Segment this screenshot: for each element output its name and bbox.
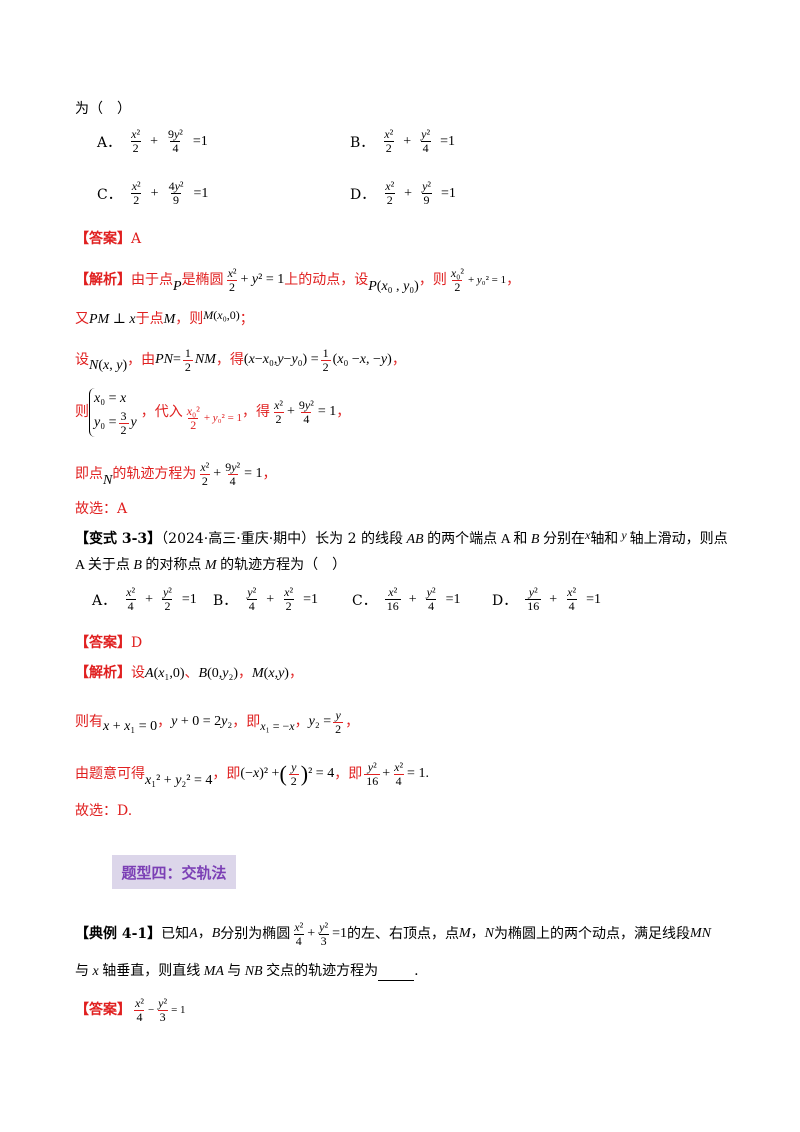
text: ， (391, 352, 406, 368)
answer-label: 【答案】 (75, 635, 131, 651)
text: ，即 (232, 714, 261, 730)
text: 关于点 (87, 557, 130, 573)
q1-analysis-line2: 又PM ⊥ x于点M，则M(x₀,0)； (75, 308, 254, 327)
answer-label: 【答案】 (75, 1002, 131, 1018)
answer-blank (378, 966, 415, 981)
text: ，则 (418, 272, 447, 288)
option-letter: C． (97, 186, 122, 203)
option-letter: A． (92, 592, 117, 609)
text: 的轨迹方程为 (112, 466, 197, 482)
text: 、 (184, 665, 199, 681)
text: 已知 (161, 926, 190, 942)
text: 是椭圆 (181, 272, 224, 288)
text: 为椭圆上的两个动点，满足线段 (494, 926, 690, 942)
text: 和 (513, 531, 528, 547)
q2-stem-line2: A 关于点 B 的对称点 M 的轨迹方程为（ ） (75, 557, 347, 573)
q2-analysis-line1: 【解析】设A(x₁,0)、B(0,y₂)，M(x,y)， (75, 665, 303, 681)
text: ， (262, 466, 277, 482)
q2-conclusion: 故选：D. (75, 803, 133, 819)
text: ，由 (127, 352, 156, 368)
q2-answer: 【答案】D (75, 634, 142, 652)
option-letter: D． (492, 592, 518, 609)
text: ； (239, 311, 254, 327)
answer-value: D (131, 635, 143, 651)
text: ， (288, 665, 303, 681)
text: 于点 (135, 311, 164, 327)
answer-label: 【答案】 (75, 231, 131, 247)
text: 设 (131, 665, 145, 681)
text: 上的动点，设 (284, 272, 369, 288)
text: . (414, 963, 419, 979)
text: ， (157, 714, 172, 730)
analysis-label: 【解析】 (75, 272, 131, 288)
text: 分别在 (542, 531, 585, 547)
text: 的轨迹方程为（ ） (220, 557, 347, 573)
text: 由于点 (131, 272, 173, 288)
option-letter: C． (352, 592, 377, 609)
text: 又 (75, 311, 89, 327)
text: ，即 (334, 766, 363, 782)
text: （2024·高三·重庆·期中）长为 2 的线段 (161, 531, 403, 547)
text: 交点的轨迹方程为 (266, 963, 379, 979)
text: ，则 (175, 311, 204, 327)
text: 的对称点 (145, 557, 202, 573)
q2-stem-line1: 【变式 3-3】（2024·高三·重庆·期中）长为 2 的线段 AB 的两个端点… (75, 528, 728, 547)
text: ，代入 (140, 404, 183, 420)
question-label: 【典例 4-1】 (75, 926, 162, 942)
answer-value: A (131, 231, 142, 247)
q2-analysis-line2: 则有 x + x₁ = 0 ， y + 0 = 2y₂ ，即 x₁ = −x ，… (75, 707, 360, 736)
q3-stem-line2: 与 x 轴垂直，则直线 MA 与 NB 交点的轨迹方程为. (75, 963, 419, 981)
analysis-label: 【解析】 (75, 665, 131, 681)
section-title: 题型四：交轨法 (112, 855, 236, 889)
q1-conclusion: 故选：A (75, 501, 128, 517)
text: 由题意可得 (75, 766, 145, 782)
text: 轴上滑动，则点 (629, 531, 728, 547)
text: ， (238, 665, 252, 681)
text: ， (336, 404, 351, 420)
q1-answer: 【答案】A (75, 230, 141, 248)
text: 的左、右顶点，点 (346, 926, 459, 942)
text: 分别为椭圆 (220, 926, 291, 942)
text: 与 (75, 963, 89, 979)
text: 设 (75, 352, 89, 368)
text: ， (345, 714, 360, 730)
text: 轴垂直，则直线 (102, 963, 201, 979)
text: ， (506, 272, 521, 288)
option-letter: A． (97, 134, 122, 151)
option-letter: B． (213, 592, 238, 609)
text: ，得 (215, 352, 244, 368)
text: 与 (227, 963, 242, 979)
option-letter: B． (350, 134, 375, 151)
text: ，即 (212, 766, 241, 782)
text: ， (294, 714, 309, 730)
text: 即点 (75, 466, 103, 482)
text: 则有 (75, 714, 103, 730)
text: 则 (75, 404, 89, 420)
q1-stem-end: 为（ ） (75, 101, 131, 117)
text: ，得 (242, 404, 271, 420)
text: 的两个端点 (427, 531, 498, 547)
option-letter: D． (350, 186, 376, 203)
question-label: 【变式 3-3】 (75, 531, 162, 547)
text: 轴和 (590, 531, 619, 547)
